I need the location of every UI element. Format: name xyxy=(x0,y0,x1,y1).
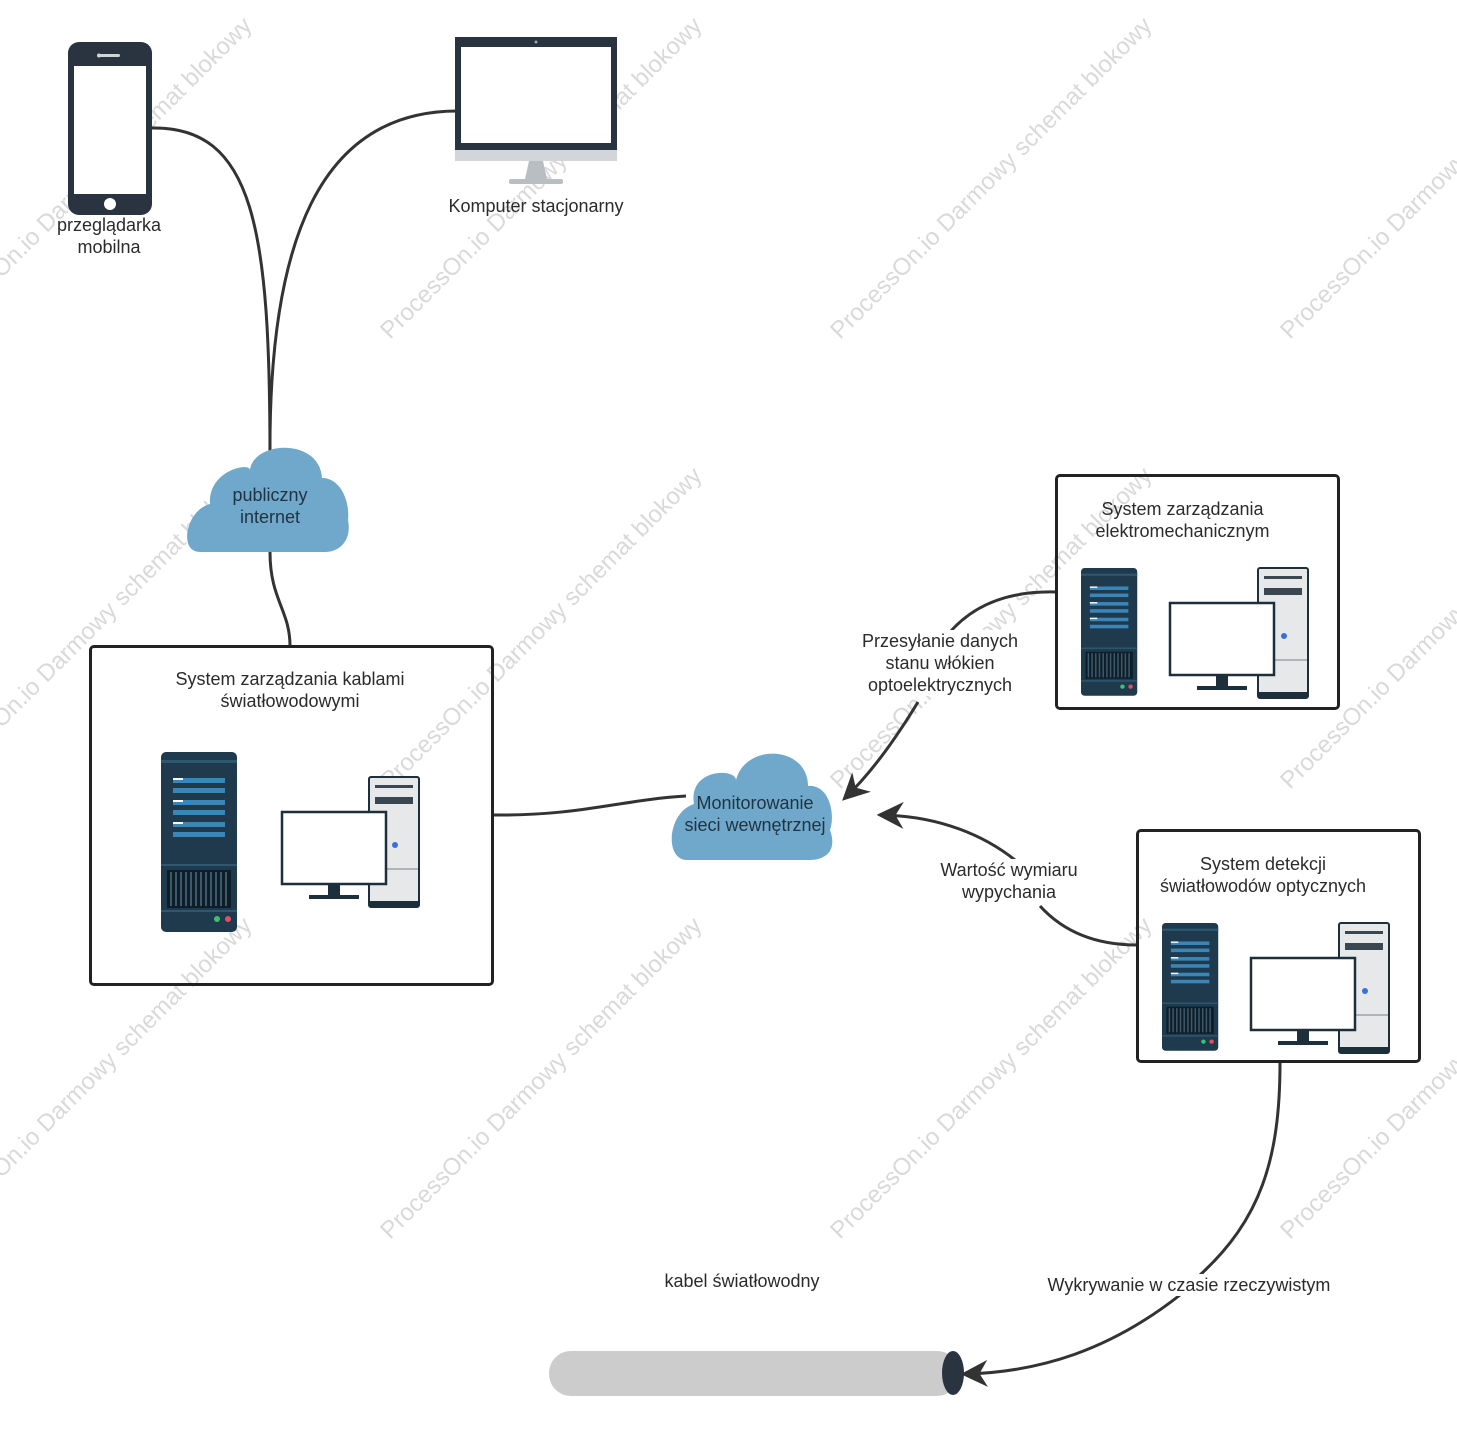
label-line: Przesyłanie danych xyxy=(861,631,1019,651)
label-line: mobilna xyxy=(77,237,141,257)
label-line: światłowodów optycznych xyxy=(1159,876,1367,896)
system-fiber-detection-title: System detekcji światłowodów optycznych xyxy=(1138,853,1388,897)
label-line: optoelektrycznych xyxy=(867,675,1013,695)
label-line: światłowodowymi xyxy=(220,691,360,711)
smartphone-icon xyxy=(68,42,152,215)
watermark-text: ProcessOn.io Darmowy schemat blokowy xyxy=(825,912,1157,1244)
system-electromechanical-title: System zarządzania elektromechanicznym xyxy=(1060,498,1305,542)
fiber-cable-label: kabel światłowodny xyxy=(642,1270,842,1292)
cloud-internet-label: publiczny internet xyxy=(200,484,340,528)
label-line: przeglądarka xyxy=(56,215,162,235)
cloud-internet[interactable] xyxy=(187,447,349,552)
label-line: System detekcji xyxy=(1199,854,1327,874)
desktop-monitor-icon xyxy=(455,37,617,184)
edge-pushout-label: Wartość wymiaru wypychania xyxy=(924,859,1094,903)
label-line: Komputer stacjonarny xyxy=(448,196,624,216)
edge-detection-monitoring[interactable] xyxy=(882,815,1138,947)
mobile-browser-label: przeglądarka mobilna xyxy=(29,214,189,258)
cloud-monitoring[interactable] xyxy=(671,753,833,860)
watermark-text: ProcessOn.io Darmowy schemat blokowy xyxy=(825,12,1157,344)
label-line: elektromechanicznym xyxy=(1095,521,1270,541)
system-cable-management[interactable] xyxy=(89,645,494,986)
label-line: internet xyxy=(239,507,301,527)
label-line: System zarządzania kablami xyxy=(175,669,405,689)
label-line: Wartość wymiaru xyxy=(940,860,1078,880)
edge-realtime-label: Wykrywanie w czasie rzeczywistym xyxy=(1034,1274,1344,1296)
edge-desktop-internet[interactable] xyxy=(268,109,457,461)
edge-detection-cable[interactable] xyxy=(966,1062,1282,1374)
label-line: publiczny xyxy=(232,485,308,505)
label-line: sieci wewnętrznej xyxy=(684,815,826,835)
edge-mobile-internet[interactable] xyxy=(149,126,272,461)
system-cable-management-title: System zarządzania kablami światłowodowy… xyxy=(120,668,460,712)
edge-cablesystem-monitoring[interactable] xyxy=(492,794,687,817)
fiber-cable-icon xyxy=(549,1351,964,1396)
label-line: Monitorowanie xyxy=(696,793,814,813)
label-line: Wykrywanie w czasie rzeczywistym xyxy=(1047,1275,1331,1295)
edge-transfer-label: Przesyłanie danych stanu włókien optoele… xyxy=(840,630,1040,696)
label-line: stanu włókien xyxy=(885,653,995,673)
label-line: System zarządzania xyxy=(1101,499,1264,519)
cloud-monitoring-label: Monitorowanie sieci wewnętrznej xyxy=(660,792,850,836)
watermark-text: ProcessOn.io Darmowy schemat blokowy xyxy=(1275,12,1457,344)
system-fiber-detection[interactable] xyxy=(1136,829,1421,1063)
label-line: wypychania xyxy=(961,882,1057,902)
edge-internet-cablesystem[interactable] xyxy=(268,551,292,647)
desktop-label: Komputer stacjonarny xyxy=(416,195,656,217)
label-line: kabel światłowodny xyxy=(664,1271,820,1291)
system-electromechanical[interactable] xyxy=(1055,474,1340,710)
